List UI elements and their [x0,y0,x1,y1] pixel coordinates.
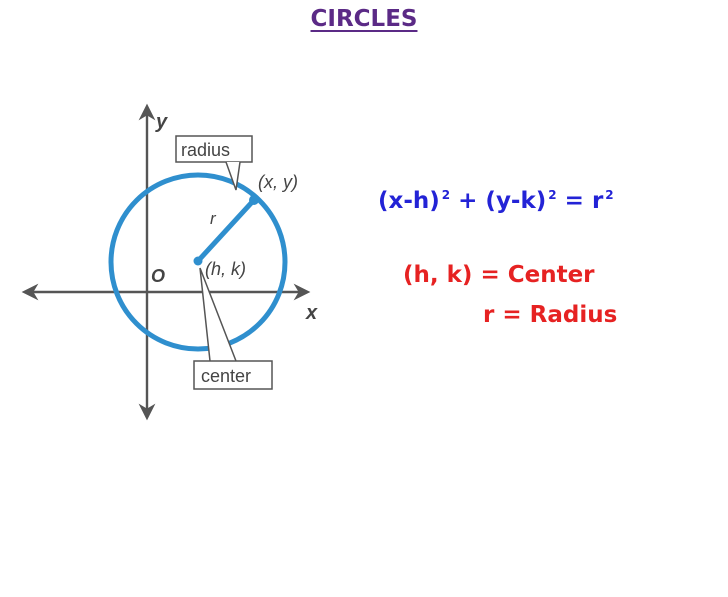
radius-definition: r = Radius [483,302,618,328]
r-label: r [210,209,217,228]
equation-term-3: = r [556,188,604,214]
y-axis-label: y [155,111,168,133]
circle-point [249,195,259,205]
center-callout-pointer [199,267,237,362]
x-axis-label: x [305,302,318,324]
center-point [193,256,203,266]
radius-callout-box [175,135,253,163]
equation-exponent-1: 2 [441,188,451,202]
equation-term-2: + (y-k) [450,188,547,214]
equation-term-1: (x-h) [378,188,440,214]
point-label: (x, y) [258,172,298,192]
circle [108,172,288,352]
center-callout-text: center [201,366,251,386]
radius-callout-pointer [225,161,241,191]
slide-title: CIRCLES [310,6,418,32]
radius-segment [195,197,257,264]
equation-exponent-2: 2 [548,188,557,202]
radius-callout-text: radius [181,140,230,160]
center-definition: (h, k) = Center [403,262,595,288]
center-callout-box [193,360,273,390]
center-point-label: (h, k) [205,259,246,279]
origin-label: O [151,266,165,286]
equation-exponent-3: 2 [605,188,614,202]
